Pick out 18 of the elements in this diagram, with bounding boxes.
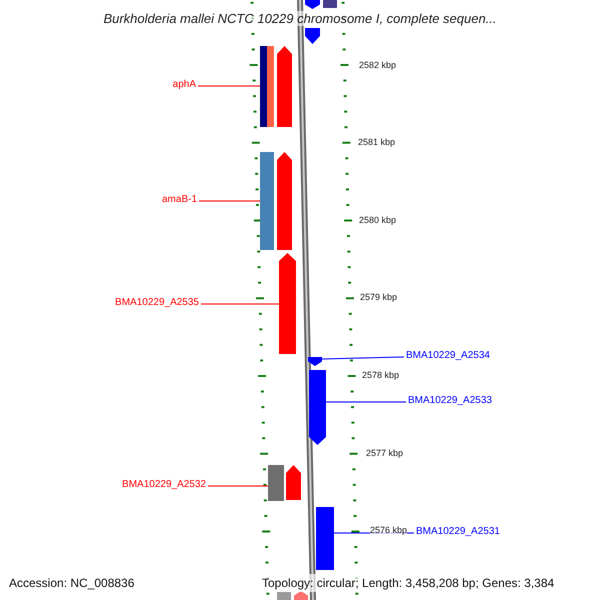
gene-label: BMA10229_A2534	[406, 350, 490, 362]
scale-label: 2581 kbp	[358, 136, 396, 150]
scale-label: 2582 kbp	[359, 59, 396, 72]
info-text: Topology: circular; Length: 3,458,208 bp; Genes: 3,384	[262, 574, 554, 592]
leader-line	[198, 200, 260, 202]
scale-label: 2579 kbp	[360, 291, 398, 304]
scale-label: 2576 kbp	[370, 524, 408, 538]
gene-label: amaB-1	[162, 194, 197, 206]
gene-label: aphA	[172, 79, 196, 91]
gene-label: BMA10229_A2532	[122, 479, 206, 491]
scale-label: 2577 kbp	[366, 447, 404, 460]
scale-label: 2580 kbp	[359, 214, 396, 228]
scale-label: 2578 kbp	[362, 369, 400, 382]
title: Burkholderia mallei NCTC 10229 chromosome I, complete sequen...	[102, 10, 498, 28]
gene-label: BMA10229_A2533	[408, 395, 492, 407]
gene-label: BMA10229_A2531	[416, 526, 500, 538]
leader-line	[322, 356, 404, 360]
gene-label: BMA10229_A2535	[115, 297, 199, 309]
